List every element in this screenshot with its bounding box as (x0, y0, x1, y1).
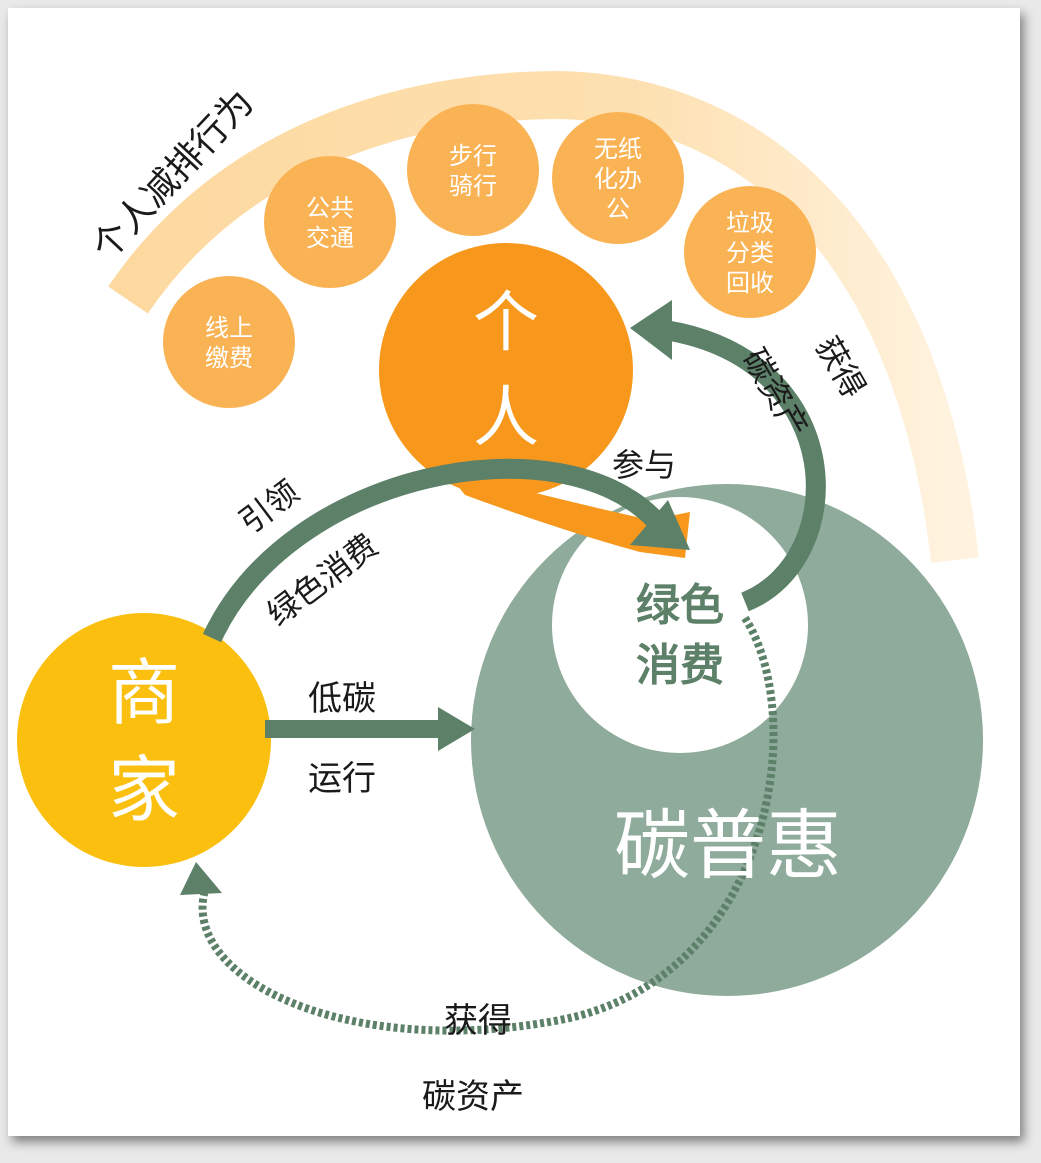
behavior-label-line: 化办 (594, 165, 642, 193)
behavior-label-line: 垃圾 (726, 209, 774, 237)
merchant-gain-label-line2: 碳资产 (422, 1077, 524, 1117)
low-carbon-arrow-shaft (265, 720, 440, 738)
behavior-label-line: 步行 (449, 142, 497, 170)
merchant-gain-arrow-head (180, 862, 222, 895)
lead-arrow-shaft (202, 458, 663, 643)
behavior-label-line: 分类 (726, 239, 774, 267)
individual-gain-arrow-shaft (663, 320, 826, 612)
lead-arrow-head (630, 500, 690, 550)
behavior-label-line: 无纸 (594, 135, 642, 163)
low-carbon-label-line1: 低碳 (308, 679, 376, 719)
individual-label-char-2: 人 (473, 379, 539, 456)
green-consumption-label: 绿色 消费 (636, 580, 724, 691)
behavior-label-line: 公 (606, 195, 630, 223)
behavior-label-line: 交通 (306, 224, 354, 252)
merchant-label-char-1: 商 (108, 651, 180, 735)
behavior-bubble (684, 186, 816, 318)
behavior-bubble (163, 276, 295, 408)
merchant-label: 商 家 (108, 651, 180, 832)
individual-circle (379, 243, 633, 497)
platform-label: 碳普惠 (614, 801, 842, 890)
participate-arrow (445, 470, 690, 558)
merchant-gain-label-line1: 获得 (444, 1001, 512, 1041)
behavior-arc-band (108, 70, 979, 563)
individual-gain-arrow-head (630, 300, 672, 360)
individual-gain-label-line1: 获得 (808, 330, 873, 404)
behavior-label-line: 骑行 (449, 172, 497, 200)
green-consumption-line1: 绿色 (636, 580, 724, 631)
green-consumption-circle (552, 497, 808, 753)
behavior-label-line: 回收 (726, 269, 774, 297)
low-carbon-arrow-head (438, 707, 475, 751)
green-consumption-line2: 消费 (636, 640, 724, 691)
low-carbon-label-line2: 运行 (308, 759, 376, 799)
merchant-label-char-2: 家 (108, 748, 180, 832)
behavior-label-line: 线上 (205, 314, 253, 342)
merchant-circle (17, 613, 271, 867)
individual-label: 个 人 (473, 284, 539, 456)
merchant-gain-arrow-shaft (198, 615, 778, 1035)
behavior-bubble (552, 112, 684, 244)
behavior-label-line: 缴费 (205, 344, 253, 372)
behavior-label-line: 公共 (306, 194, 354, 222)
behavior-bubbles: 线上缴费公共交通步行骑行无纸化办公垃圾分类回收 (163, 104, 816, 408)
individual-label-char-1: 个 (473, 284, 539, 361)
behavior-bubble (407, 104, 539, 236)
individual-gain-label-line2: 碳资产 (735, 342, 816, 444)
behavior-bubble (264, 156, 396, 288)
participate-label: 参与 (612, 446, 676, 484)
